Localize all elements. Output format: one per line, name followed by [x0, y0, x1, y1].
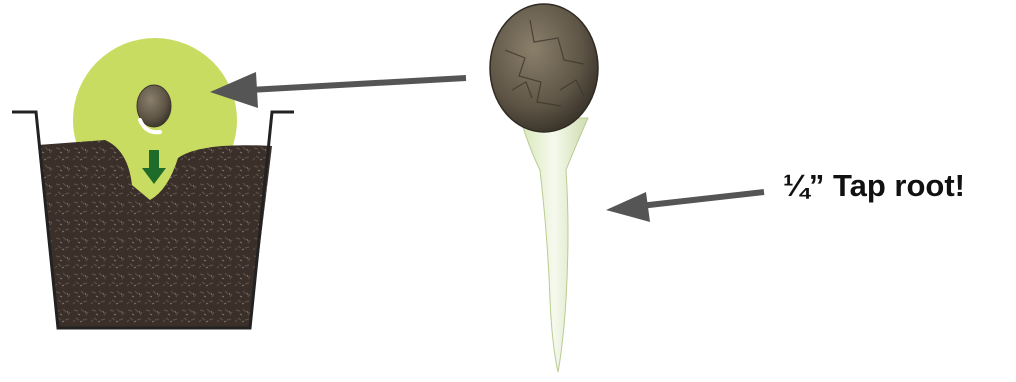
tap-root — [520, 118, 588, 372]
pointer-arrow-icon — [606, 192, 764, 222]
tap-root-label: ¼” Tap root! — [783, 168, 965, 204]
germinated-seed-icon — [490, 4, 598, 372]
pointer-arrow-icon — [210, 72, 466, 108]
